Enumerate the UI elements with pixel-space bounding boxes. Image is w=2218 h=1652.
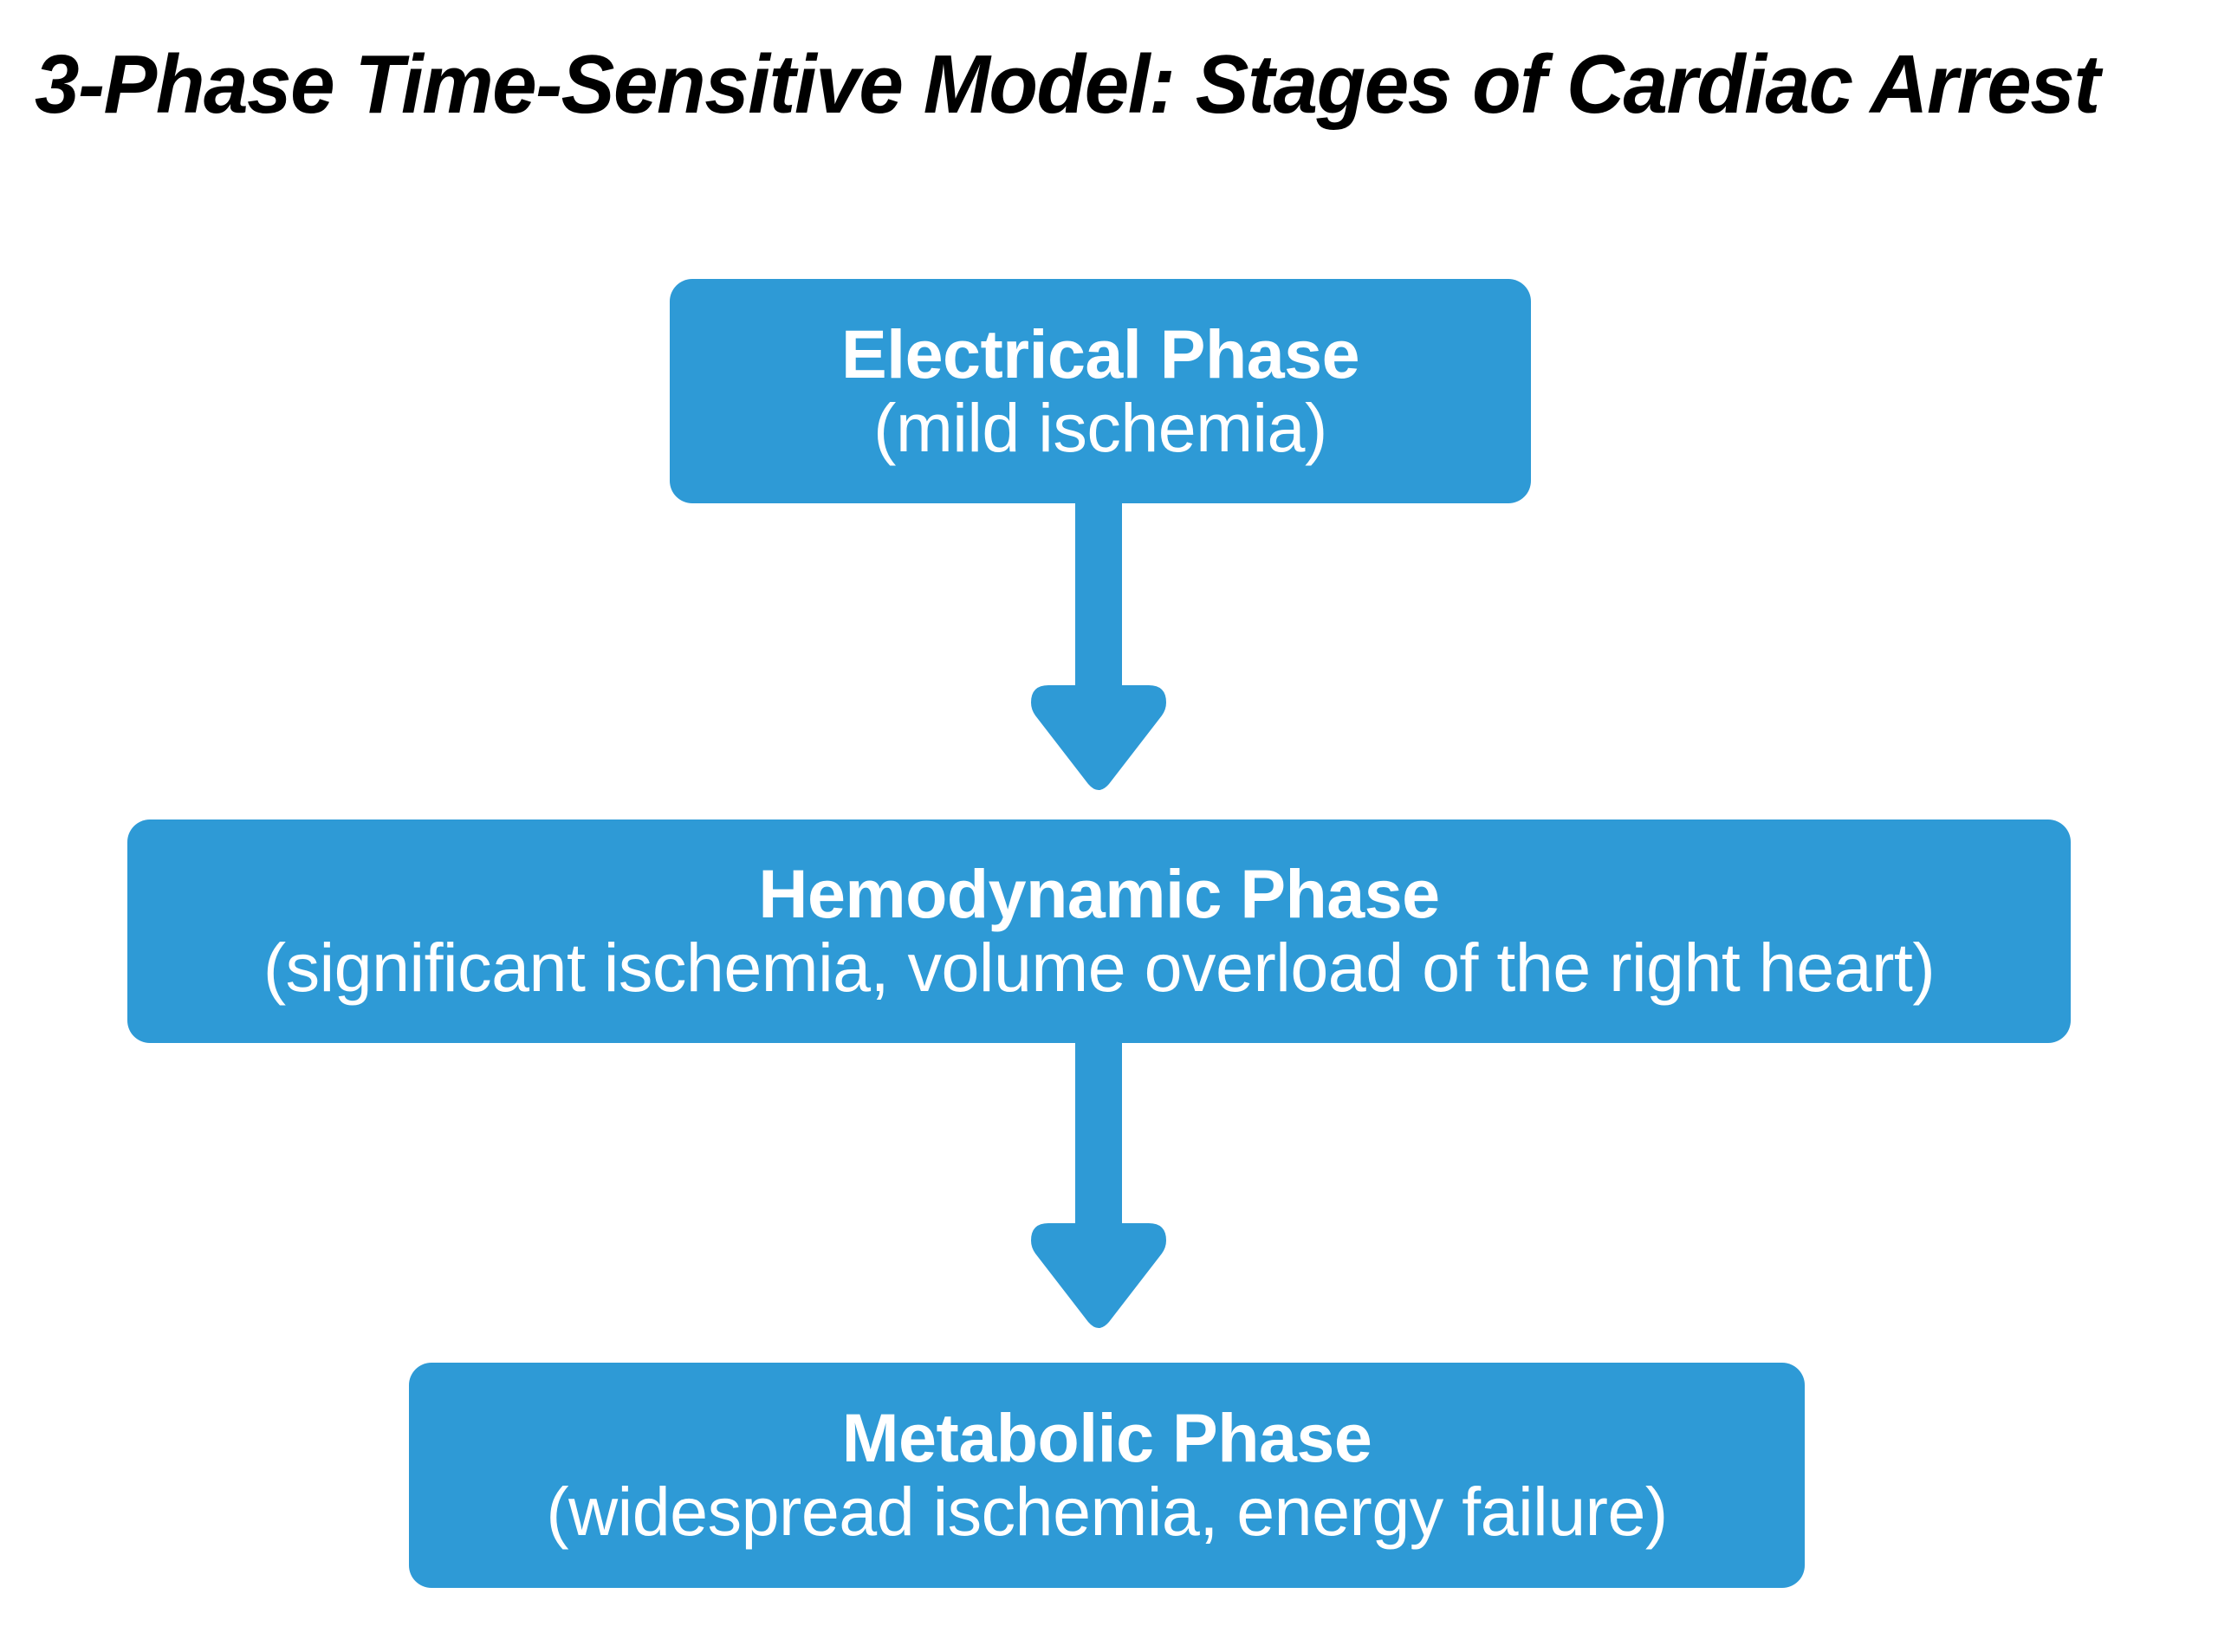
phase-node-subtitle: (significant ischemia, volume overload o… [263,929,1936,1006]
down-arrow-icon [1031,498,1166,793]
phase-node-electrical[interactable]: Electrical Phase (mild ischemia) [670,279,1531,503]
phase-node-title: Electrical Phase [840,314,1360,392]
phase-node-subtitle: (mild ischemia) [873,388,1327,466]
down-arrow-icon [1031,1038,1166,1331]
phase-node-title: Hemodynamic Phase [758,855,1440,932]
phase-node-metabolic[interactable]: Metabolic Phase (widespread ischemia, en… [409,1363,1805,1588]
page-title: 3-Phase Time-Sensitive Model: Stages of … [35,38,2100,131]
phase-node-title: Metabolic Phase [841,1399,1372,1476]
phase-node-subtitle: (widespread ischemia, energy failure) [546,1473,1668,1550]
phase-node-hemodynamic[interactable]: Hemodynamic Phase (significant ischemia,… [127,820,2071,1043]
